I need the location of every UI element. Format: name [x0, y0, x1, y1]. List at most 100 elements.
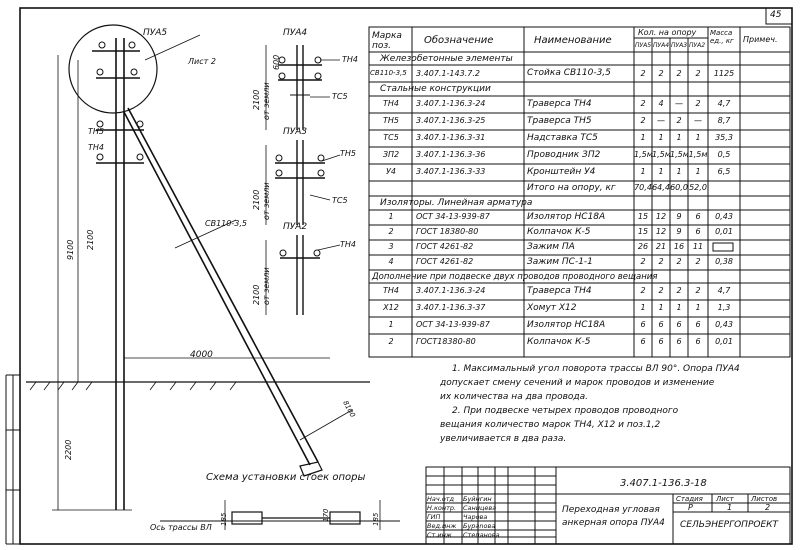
table-cell-mark: 1 — [388, 212, 394, 221]
sign-role: Вед.инж — [427, 522, 457, 530]
header-name: Наименование — [534, 35, 612, 46]
table-cell-mark: 4 — [388, 257, 394, 266]
table-cell-designation: ГОСТ 4261-82 — [416, 257, 474, 266]
sign-name: Степанова — [463, 531, 500, 539]
table-cell-name: Кронштейн У4 — [527, 167, 596, 177]
table-cell-q3: 2 — [695, 286, 701, 295]
table-cell-q2: 1 — [676, 303, 682, 312]
header-designation: Обозначение — [424, 35, 494, 46]
label-th5: ТН5 — [88, 127, 104, 136]
scheme-title: Схема установки стоек опоры — [206, 472, 366, 483]
header-qty-pua5: ПУА5 — [635, 42, 652, 49]
table-cell-mass: 1,3 — [717, 303, 731, 312]
label-list2: Лист 2 — [188, 57, 216, 66]
table-cell-q3: — — [694, 116, 702, 125]
table-cell-designation: ОСТ 34-13-939-87 — [416, 320, 490, 329]
header-qty-pua2: ПУА2 — [689, 42, 706, 49]
table-cell-q2: — — [675, 99, 683, 108]
table-cell-q1: 1 — [658, 303, 664, 312]
table-cell-name: Колпачок К-5 — [527, 227, 591, 237]
table-cell-q1: 12 — [655, 227, 667, 236]
title-block-grid — [425, 466, 791, 545]
table-cell-q1: 2 — [658, 286, 664, 295]
table-cell-q2: 2 — [676, 116, 682, 125]
table-cell-q2: 60,0 — [670, 183, 688, 192]
table-cell-q2: 1 — [676, 167, 682, 176]
sheet-value: 1 — [727, 503, 733, 512]
header-qty-pua3: ПУА3 — [671, 42, 688, 49]
sign-role: ГИП — [427, 513, 441, 521]
dim-9100: 9100 — [66, 239, 75, 260]
table-cell-mass: 0,01 — [715, 227, 733, 236]
sign-name: Чарова — [463, 513, 488, 521]
sheets-value: 2 — [765, 503, 771, 512]
sheets-label: Листов — [751, 495, 778, 503]
table-cell-mass: 0,38 — [715, 257, 733, 266]
section-title-addition: Дополнение при подвеске двух проводов пр… — [372, 272, 658, 282]
dim-2200: 2200 — [64, 439, 73, 460]
table-cell-q3: 1 — [695, 133, 701, 142]
table-cell-q0: 6 — [640, 337, 646, 346]
label-sv: СВ110-3,5 — [205, 219, 247, 228]
table-cell-name: Изолятор НС18А — [527, 212, 606, 222]
table-cell-mass: 0,5 — [717, 150, 731, 159]
installation-scheme — [160, 500, 400, 530]
table-cell-q0: 1,5м — [634, 150, 653, 159]
table-cell-q2: 9 — [676, 212, 682, 221]
table-cell-q1: 2 — [658, 257, 664, 266]
table-cell-mark: ТС5 — [383, 133, 399, 142]
page-number: 45 — [770, 10, 782, 20]
note-line: допускает смену сечений и марок проводов… — [440, 378, 715, 388]
dim-185-right: 185 — [372, 512, 380, 526]
table-cell-q0: 6 — [640, 320, 646, 329]
table-cell-designation: 3.407.1-136.3-24 — [416, 99, 486, 108]
table-cell-q0: 2 — [640, 116, 646, 125]
table-cell-q2: 16 — [673, 242, 685, 251]
note-line: 2. При подвеске четырех проводов проводн… — [452, 406, 679, 416]
pole-elevation-drawing — [26, 24, 370, 511]
row-qty: 2 — [658, 69, 664, 78]
table-cell-name: Колпачок К-5 — [527, 337, 591, 347]
table-cell-q0: 2 — [640, 286, 646, 295]
table-cell-mark: 2 — [388, 337, 394, 346]
table-cell-q0: 1 — [640, 303, 646, 312]
table-cell-q1: 6 — [658, 337, 664, 346]
table-cell-q2: 1 — [676, 133, 682, 142]
table-cell-mark: 1 — [388, 320, 394, 329]
table-cell-mark: ТН5 — [383, 116, 399, 125]
header-mass: Масса ед., кг — [710, 29, 734, 45]
table-cell-mass: 35,3 — [715, 133, 733, 142]
label-th4: ТН4 — [342, 55, 358, 64]
table-cell-name: Изолятор НС18А — [527, 320, 606, 330]
table-cell-q3: 6 — [695, 337, 701, 346]
table-cell-mark: Х12 — [383, 303, 399, 312]
table-cell-q3: 6 — [695, 212, 701, 221]
table-cell-q2: 1,5м — [670, 150, 689, 159]
table-cell-name: Зажим ПС-1-1 — [527, 257, 593, 267]
table-cell-name: Проводник ЗП2 — [527, 150, 601, 160]
table-cell-q1: 1 — [658, 167, 664, 176]
header-mark: Марка поз. — [372, 31, 402, 51]
table-cell-q0: 1 — [640, 167, 646, 176]
table-cell-name: Зажим ПА — [527, 242, 575, 252]
title-line-1: Переходная угловая — [562, 505, 660, 515]
label-tc5: ТС5 — [332, 92, 348, 101]
sheet-label: Лист — [716, 495, 734, 503]
table-cell-q1: 4 — [658, 99, 664, 108]
table-cell-q0: 2 — [640, 99, 646, 108]
table-cell-mass: 4,7 — [717, 99, 731, 108]
table-cell-designation: 3.407.1-136.3-24 — [416, 286, 486, 295]
specification-table-grid — [368, 26, 791, 358]
label-th5: ТН5 — [340, 149, 356, 158]
table-cell-q3: 2 — [695, 257, 701, 266]
sign-name: Буйнгин — [463, 495, 492, 503]
detail-sketches — [265, 45, 341, 315]
table-cell-mark: ЗП2 — [382, 150, 400, 159]
table-cell-q0: 1 — [640, 133, 646, 142]
stage-label: Стадия — [676, 495, 703, 503]
table-cell-mass: 4,7 — [717, 286, 731, 295]
table-cell-q0: 26 — [637, 242, 649, 251]
table-cell-designation: 3.407.1-136.3-31 — [416, 133, 486, 142]
table-cell-designation: 3.407.1-136.3-25 — [416, 116, 486, 125]
ground-label: от земли — [262, 82, 271, 120]
